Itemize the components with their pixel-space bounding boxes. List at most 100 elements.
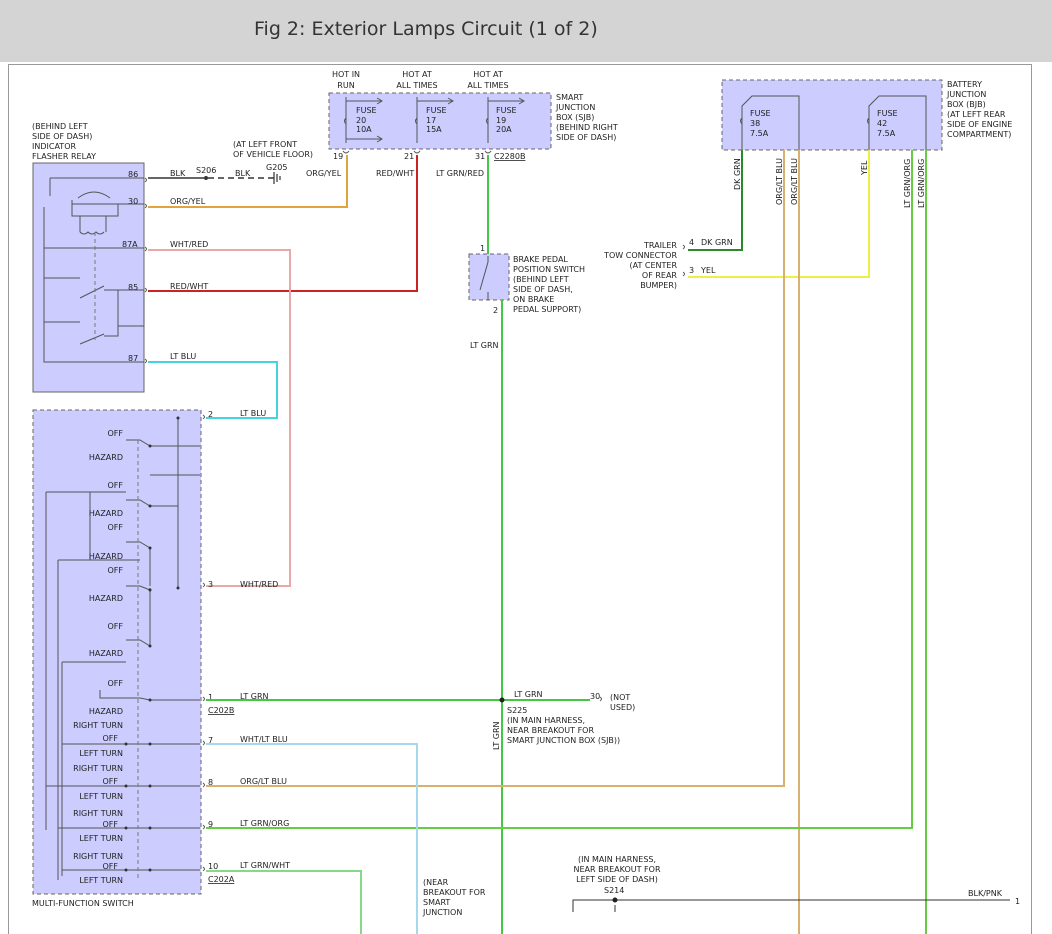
s225-wire-lt-grn: LT GRN — [514, 690, 543, 699]
mfs-pin-2: 2 — [208, 410, 213, 419]
wire-wht-red — [148, 249, 291, 587]
mfs-position-9: OFF — [108, 622, 124, 631]
sjb-fuse-20-symbol — [344, 117, 347, 125]
mfs-pin-3: 3 — [208, 580, 213, 589]
sjb-fuse-20-rating: 10A — [356, 125, 372, 134]
diagram-frame — [8, 64, 1032, 934]
wire-red-wht — [148, 155, 418, 292]
sjb-pin-19: 19 — [333, 152, 343, 161]
sjb-connector-pins — [342, 150, 492, 154]
mfs-position-1: OFF — [108, 429, 124, 438]
trailer-pin-4: 4 — [689, 238, 694, 247]
ground-wire-blk-label: BLK — [235, 169, 251, 178]
trailer-pin-symbols — [682, 244, 685, 277]
wire-label-lt-grn-brake: LT GRN — [470, 341, 499, 350]
bjb-label-line-2: JUNCTION — [946, 90, 986, 99]
bjb-fuse-42-number: 42 — [877, 119, 887, 128]
mfs-wire-org-lt-blu: ORG/LT BLU — [240, 777, 287, 786]
trailer-label-line-2: TOW CONNECTOR — [603, 251, 677, 260]
splice-s225: LT GRN 30 (NOT USED) S225 (IN MAIN HARNE… — [492, 690, 635, 750]
splice-s214-dot — [612, 897, 618, 903]
trailer-label-line-3: (AT CENTER — [629, 261, 677, 270]
brake-pedal-position-switch: 1 2 BRAKE PEDAL POSITION SWITCH (BEHIND … — [468, 155, 585, 934]
mfs-position-20: OFF — [103, 820, 119, 829]
s225-name: S225 — [507, 706, 527, 715]
sjb-fuse-20-busbar — [345, 97, 383, 143]
relay-internals — [43, 177, 145, 363]
sjb-fuse-17-number: 17 — [426, 116, 436, 125]
bjb-fuse-42-bus — [868, 95, 927, 150]
s214-location-line-3: LEFT SIDE OF DASH) — [576, 875, 658, 884]
wire-label-lt-grn-red-sjb: LT GRN/RED — [436, 169, 484, 178]
mfs-position-18: LEFT TURN — [79, 792, 123, 801]
brake-switch-label-line-2: POSITION SWITCH — [513, 265, 585, 274]
wire-lt-blu — [148, 361, 278, 419]
sjb-fuse-19-busbar — [487, 97, 525, 143]
relay-label-line-1: (BEHIND LEFT — [32, 122, 88, 131]
sjb-all-times-label-2: ALL TIMES — [467, 81, 508, 90]
mfs-pin-10: 10 — [208, 862, 218, 871]
wire-blk-pnk — [572, 899, 1010, 912]
sjb-label-line-1: SMART — [556, 93, 583, 102]
sjb-fuse-19-number: 19 — [496, 116, 506, 125]
wire-lt-grn-org-mfs — [206, 150, 913, 829]
figure-title: Fig 2: Exterior Lamps Circuit (1 of 2) — [254, 18, 598, 40]
sjb-fuse-20-number: 20 — [356, 116, 366, 125]
mfs-internal-switches — [45, 418, 200, 880]
brake-switch-housing — [468, 253, 510, 301]
mfs-connector-c202a: C202A — [208, 875, 235, 884]
mfs-label: MULTI-FUNCTION SWITCH — [32, 899, 134, 908]
multi-function-switch: OFF HAZARD OFF HAZARD OFF HAZARD OFF HAZ… — [32, 409, 590, 934]
bjb-label-line-1: BATTERY — [947, 80, 982, 89]
relay-connector-pins — [144, 177, 147, 364]
trailer-pin-3: 3 — [689, 266, 694, 275]
relay-wiring: BLK ORG/YEL WHT/RED RED/WHT LT BLU ORG/Y… — [144, 155, 484, 587]
mfs-position-11: OFF — [108, 679, 124, 688]
s214-location-line-2: NEAR BREAKOUT FOR — [573, 865, 660, 874]
wire-wht-lt-blu — [206, 743, 418, 934]
bjb-wire-org-lt-blu-2: ORG/LT BLU — [790, 158, 799, 205]
mfs-contact-dots — [124, 416, 180, 872]
bjb-fuse-38-rating: 7.5A — [750, 129, 769, 138]
brake-switch-label-line-6: PEDAL SUPPORT) — [513, 305, 581, 314]
s225-location-line-2: NEAR BREAKOUT FOR — [507, 726, 594, 735]
wire-label-org-yel-30: ORG/YEL — [170, 197, 206, 206]
s225-not-used-line-1: (NOT — [610, 693, 630, 702]
wire-label-red-wht-85: RED/WHT — [170, 282, 208, 291]
trailer-label-line-4: OF REAR — [642, 271, 678, 280]
relay-label-line-3: INDICATOR — [32, 142, 76, 151]
sjb-label-line-5: SIDE OF DASH) — [556, 133, 616, 142]
s225-not-used-line-2: USED) — [610, 703, 635, 712]
brake-switch-label-line-1: BRAKE PEDAL — [513, 255, 568, 264]
sjb-fuse-17-busbar — [416, 97, 454, 143]
mfs-wire-lt-blu: LT BLU — [240, 409, 266, 418]
mfs-wire-lt-grn-org: LT GRN/ORG — [240, 819, 289, 828]
bjb-fuse-38-bus — [741, 95, 800, 150]
mfs-position-21: LEFT TURN — [79, 834, 123, 843]
ground-symbol — [273, 172, 281, 184]
bjb-fuse-42-rating: 7.5A — [877, 129, 896, 138]
bjb-fuse-38-symbol — [740, 117, 743, 125]
sjb-fuse-17-rating: 15A — [426, 125, 442, 134]
mfs-pin-1: 1 — [208, 693, 213, 702]
mfs-pin-8: 8 — [208, 778, 213, 787]
sjb-fuse-17-symbol — [415, 117, 418, 125]
mfs-position-4: HAZARD — [89, 509, 123, 518]
trailer-wire-yel: YEL — [700, 266, 716, 275]
ground-g205: (AT LEFT FRONT OF VEHICLE FLOOR) S206 BL… — [148, 140, 313, 184]
sjb-pin-21: 21 — [404, 152, 414, 161]
relay-label-line-2: SIDE OF DASH) — [32, 132, 92, 141]
s225-vertical-wire-label: LT GRN — [492, 721, 501, 750]
wire-dk-grn — [688, 150, 743, 251]
sjb-hot-at-label-1: HOT AT — [402, 70, 432, 79]
mfs-turn-contacts — [46, 743, 200, 871]
s214-name: S214 — [604, 886, 624, 895]
wire-label-wht-red-87a: WHT/RED — [170, 240, 208, 249]
mfs-position-13: RIGHT TURN — [73, 721, 123, 730]
relay-pin-85: 85 — [128, 283, 138, 292]
mfs-wire-wht-red: WHT/RED — [240, 580, 278, 589]
bjb-label-line-5: SIDE OF ENGINE — [947, 120, 1012, 129]
sjb-fuse-19-symbol — [486, 117, 489, 125]
s214-pin-1: 1 — [1015, 897, 1020, 906]
